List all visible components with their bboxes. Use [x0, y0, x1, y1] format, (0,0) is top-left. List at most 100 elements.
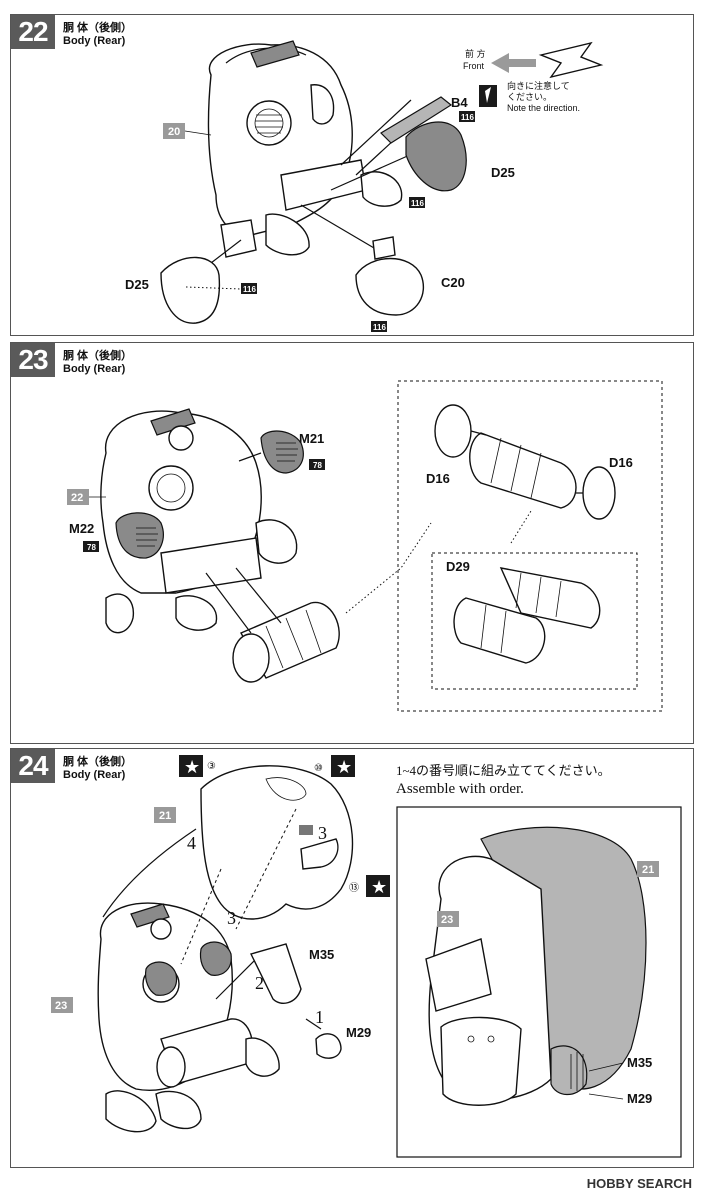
back-cover-drawing [200, 765, 354, 920]
part-c20-drawing [355, 257, 425, 316]
step-22-diagram: B4 116 D25 116 D25 116 C20 116 20 [125, 40, 604, 332]
paint-code-box [241, 283, 257, 294]
step-number: 24 [11, 749, 55, 783]
part-d25-drawing [405, 121, 467, 192]
assembly-ref: 21 [642, 864, 654, 876]
step-24-diagram: 1~4の番号順に組み立ててください。 Assemble with order. … [51, 755, 682, 1158]
part-b4-direction-drawing [538, 41, 604, 79]
order-number: 4 [187, 833, 196, 853]
paint-code-box [459, 111, 475, 122]
assembly-ref-tag [163, 123, 185, 139]
arrow-line [102, 828, 197, 918]
d16-cylinder-drawing [434, 404, 616, 520]
arrow-line [300, 204, 387, 256]
part-m21-detail [276, 442, 298, 462]
part-label: M35 [627, 1055, 652, 1070]
leader-line [184, 130, 212, 136]
order-mark: ③ [207, 761, 216, 772]
paint-code: 116 [461, 113, 474, 122]
part-label: D16 [609, 455, 633, 470]
arrow-line [180, 808, 297, 965]
part-m22-drawing [115, 512, 164, 559]
front-label-en: Front [463, 61, 485, 71]
part-label: M29 [346, 1025, 371, 1040]
part-label: D29 [446, 559, 470, 574]
part-label: B4 [451, 95, 468, 110]
step-title-jp: 胴 体（後側） [63, 756, 133, 768]
back-cover-detail [299, 825, 313, 835]
part-label: D25 [125, 277, 149, 292]
leader-line [185, 286, 242, 290]
step-24-panel: 24 胴 体（後側） Body (Rear) 1~4の番号順に組み立ててください… [10, 748, 694, 1168]
completed-view-frame [396, 806, 682, 1158]
step-title-en: Body (Rear) [63, 363, 126, 375]
step-number: 22 [11, 15, 55, 49]
part-c20-tab [372, 236, 396, 260]
star-mark-icon [331, 755, 355, 777]
assembly-ref: 23 [441, 914, 453, 926]
d29-halves-drawing [453, 567, 601, 664]
assembly-ref-tag [637, 861, 659, 877]
front-label-jp: 前 方 [465, 48, 486, 59]
arrow-line [205, 567, 282, 634]
instruction-en: Assemble with order. [396, 781, 524, 797]
note-jp: 向きに注意して [507, 80, 570, 91]
back-cover-detail [300, 838, 339, 870]
arrow-line [215, 958, 322, 1030]
part-m22-drawing [199, 941, 232, 976]
part-m22-detail [136, 527, 158, 547]
part-label: M21 [299, 431, 324, 446]
front-arrow-icon [491, 53, 536, 73]
part-b4-drawing [380, 96, 453, 144]
arrow-line [470, 430, 583, 494]
arrow-line [210, 239, 242, 264]
paint-code: 116 [373, 323, 386, 332]
step-22-panel: 22 胴 体（後側） Body (Rear) [10, 14, 694, 336]
detail-subbox [431, 552, 638, 690]
part-label: M22 [69, 521, 94, 536]
step-23-diagram: M21 78 M22 78 22 D16 D16 [67, 380, 663, 712]
paint-code-box [409, 197, 425, 208]
part-label: C20 [441, 275, 465, 290]
order-mark: ⑩ [314, 763, 323, 774]
part-d25-drawing [160, 256, 221, 324]
assembly-ref-tag [67, 489, 89, 505]
order-number: 1 [315, 1007, 324, 1027]
note-jp: ください。 [507, 92, 552, 102]
order-number: 2 [255, 973, 264, 993]
assembly-ref: 21 [159, 810, 171, 822]
leader-line [345, 522, 432, 614]
part-label: M35 [309, 947, 334, 962]
completed-assembly-drawing [425, 826, 647, 1106]
paint-code: 116 [243, 285, 256, 294]
order-mark: ⑬ [349, 882, 359, 894]
part-m21-drawing [260, 430, 304, 474]
step-title-en: Body (Rear) [63, 35, 126, 47]
part-label: D25 [491, 165, 515, 180]
assembly-ref: 23 [55, 1000, 67, 1012]
paint-code-box [309, 459, 325, 470]
detail-box [397, 380, 663, 712]
exhaust-cylinder-drawing [232, 601, 340, 683]
body-assembly-drawing [97, 902, 280, 1133]
note-en: Note the direction. [507, 103, 580, 113]
part-label: M29 [627, 1091, 652, 1106]
back-cover-detail [265, 777, 307, 801]
star-mark-icon [179, 755, 203, 777]
caution-icon [485, 87, 491, 103]
part-m35-drawing [250, 943, 302, 1005]
part-label: D16 [426, 471, 450, 486]
body-assembly-drawing [207, 40, 403, 258]
star-mark-icon [366, 875, 390, 897]
step-title-en: Body (Rear) [63, 769, 126, 781]
step-number: 23 [11, 343, 55, 377]
paint-code-box [371, 321, 387, 332]
order-number: 3 [318, 823, 327, 843]
step-title-jp: 胴 体（後側） [63, 22, 133, 34]
paint-code: 78 [313, 461, 322, 470]
paint-code: 78 [87, 543, 96, 552]
part-m21-drawing [144, 961, 178, 996]
instruction-jp: 1~4の番号順に組み立ててください。 [396, 763, 611, 778]
step-23-panel: 23 胴 体（後側） Body (Rear) [10, 342, 694, 744]
